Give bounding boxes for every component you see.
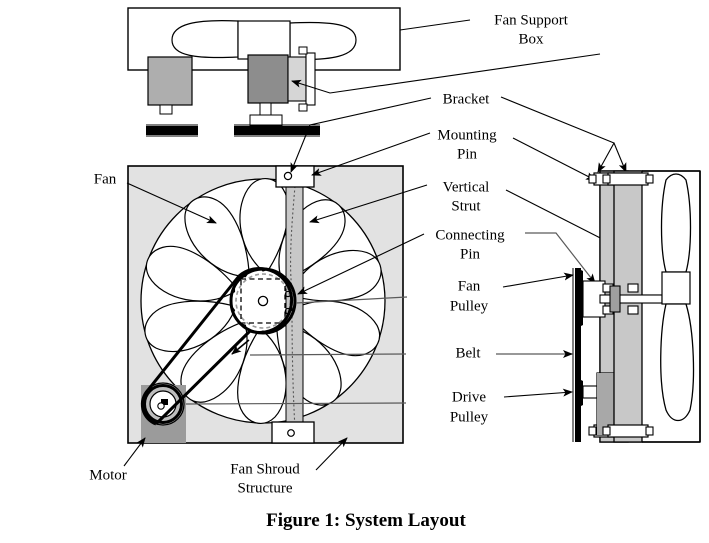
- leader-line-connecting-pin-right: [525, 232, 596, 284]
- side-view-drive-pulley-hub: [582, 385, 598, 399]
- leader-line-fan-pulley-right: [502, 272, 574, 288]
- label-mounting-pin-line2: Pin: [457, 146, 478, 162]
- belt-front-upper-span: [146, 275, 241, 391]
- label-vertical-strut-line1: Vertical: [443, 179, 490, 195]
- label-drive-pulley-line2: Pulley: [450, 409, 489, 425]
- leader-line-topview-pointer: [291, 53, 601, 94]
- label-fan-pulley-line1: Fan: [458, 278, 481, 294]
- side-view-fan-pulley-sheave: [577, 268, 583, 328]
- top-view: [127, 7, 401, 137]
- fan-pulley-hub-square: [240, 278, 286, 324]
- label-fan-pulley-line2: Pulley: [450, 298, 489, 314]
- side-view-mounting-pin-bottom-left: [588, 426, 597, 436]
- leader-line-drive-pulley-right: [503, 388, 573, 398]
- leader-line-fan-shroud: [315, 437, 348, 471]
- side-view: [572, 170, 701, 443]
- side-view-bracket-bottom-over: [607, 424, 649, 438]
- drive-shaft-center: [157, 402, 165, 410]
- side-view-belt: [575, 268, 581, 442]
- belt-direction-arrow: [231, 339, 250, 355]
- label-connecting-pin-line1: Connecting: [435, 227, 505, 243]
- top-view-fan-hub: [237, 20, 291, 60]
- side-view-fan-shaft-over: [613, 294, 663, 304]
- side-view-mounting-pin-top-right-over: [645, 174, 654, 184]
- fan-pulley-inner-dashed: [235, 273, 291, 329]
- leader-line-vertical-strut-left: [309, 184, 428, 224]
- side-view-mounting-pin-bottom-left-over: [602, 426, 611, 436]
- side-view-fan-blade-lower: [660, 303, 695, 422]
- top-view-fan-blade-left: [171, 20, 239, 59]
- label-vertical-strut-line2: Strut: [451, 198, 481, 214]
- side-view-mounting-pin-top-left-over: [602, 174, 611, 184]
- leader-line-mounting-pin-left: [311, 132, 431, 176]
- label-motor: Motor: [89, 467, 127, 483]
- top-view-drive-shaft: [259, 102, 272, 116]
- bracket-top: [275, 165, 315, 188]
- belt-wrap-drive-pulley: [140, 388, 157, 426]
- leader-line-belt-left: [249, 353, 407, 356]
- label-connecting-pin-line2: Pin: [460, 246, 481, 262]
- leader-line-fan-support-box: [399, 19, 471, 31]
- top-view-belt-left: [146, 126, 198, 135]
- label-bracket: Bracket: [443, 91, 490, 107]
- top-view-mounting-pin-upper: [298, 46, 308, 55]
- label-fan-shroud-line2: Structure: [238, 480, 293, 496]
- top-view-motor-block: [147, 56, 193, 106]
- leader-line-drive-pulley-left: [185, 402, 407, 405]
- label-fan-shroud-line1: Fan Shroud: [230, 461, 300, 477]
- label-belt: Belt: [456, 345, 482, 361]
- top-view-bracket-plate: [305, 52, 316, 106]
- side-view-fan-blade-upper: [660, 173, 692, 273]
- side-view-connecting-pin-lower-right-over: [627, 305, 639, 315]
- figure-caption: Figure 1: System Layout: [266, 510, 466, 531]
- side-view-bearing-block: [609, 285, 621, 313]
- top-view-drive-pulley-base: [249, 114, 283, 127]
- side-view-connecting-pin-upper-right-over: [627, 283, 639, 293]
- drive-pulley: [143, 384, 183, 424]
- side-view-fan-hub: [661, 271, 691, 305]
- leader-line-bracket-left: [290, 97, 432, 173]
- label-fan-support-box-line2: Box: [518, 31, 544, 47]
- label-fan-support-box-line1: Fan Support: [494, 12, 569, 28]
- top-view-motor-foot: [159, 104, 173, 115]
- label-drive-pulley-line1: Drive: [452, 389, 486, 405]
- side-view-mounting-pin-bottom-right-over: [645, 426, 654, 436]
- top-view-fan-pulley-housing: [247, 54, 289, 104]
- leader-fan-support-box: [399, 19, 471, 31]
- top-view-mounting-pin-lower: [298, 103, 308, 112]
- label-mounting-pin-line1: Mounting: [437, 127, 497, 143]
- leader-line-fan: [126, 182, 217, 224]
- side-view-motor-block-shade: [597, 373, 614, 435]
- side-view-bracket-top-over: [607, 172, 649, 186]
- top-view-belt-right: [234, 126, 320, 135]
- hidden-belt-upper: [290, 185, 296, 291]
- front-view: [127, 165, 404, 444]
- leader-line-connecting-pin-left: [297, 233, 425, 295]
- side-view-mounting-pin-top-left: [588, 174, 597, 184]
- mounting-pin-top: [283, 171, 293, 181]
- side-view-drive-pulley-sheave: [577, 378, 583, 408]
- mounting-pin-bottom: [287, 429, 295, 437]
- fan-shaft-center: [257, 295, 269, 307]
- leader-line-motor: [123, 437, 146, 467]
- top-view-bracket-block: [287, 56, 307, 102]
- leader-line-bracket-right-b: [613, 142, 627, 173]
- label-fan: Fan: [94, 171, 117, 187]
- belt-wrap-fan-pulley: [238, 266, 294, 334]
- leader-line-mounting-pin-right: [512, 137, 596, 181]
- leader-line-fan-pulley-left: [295, 296, 408, 304]
